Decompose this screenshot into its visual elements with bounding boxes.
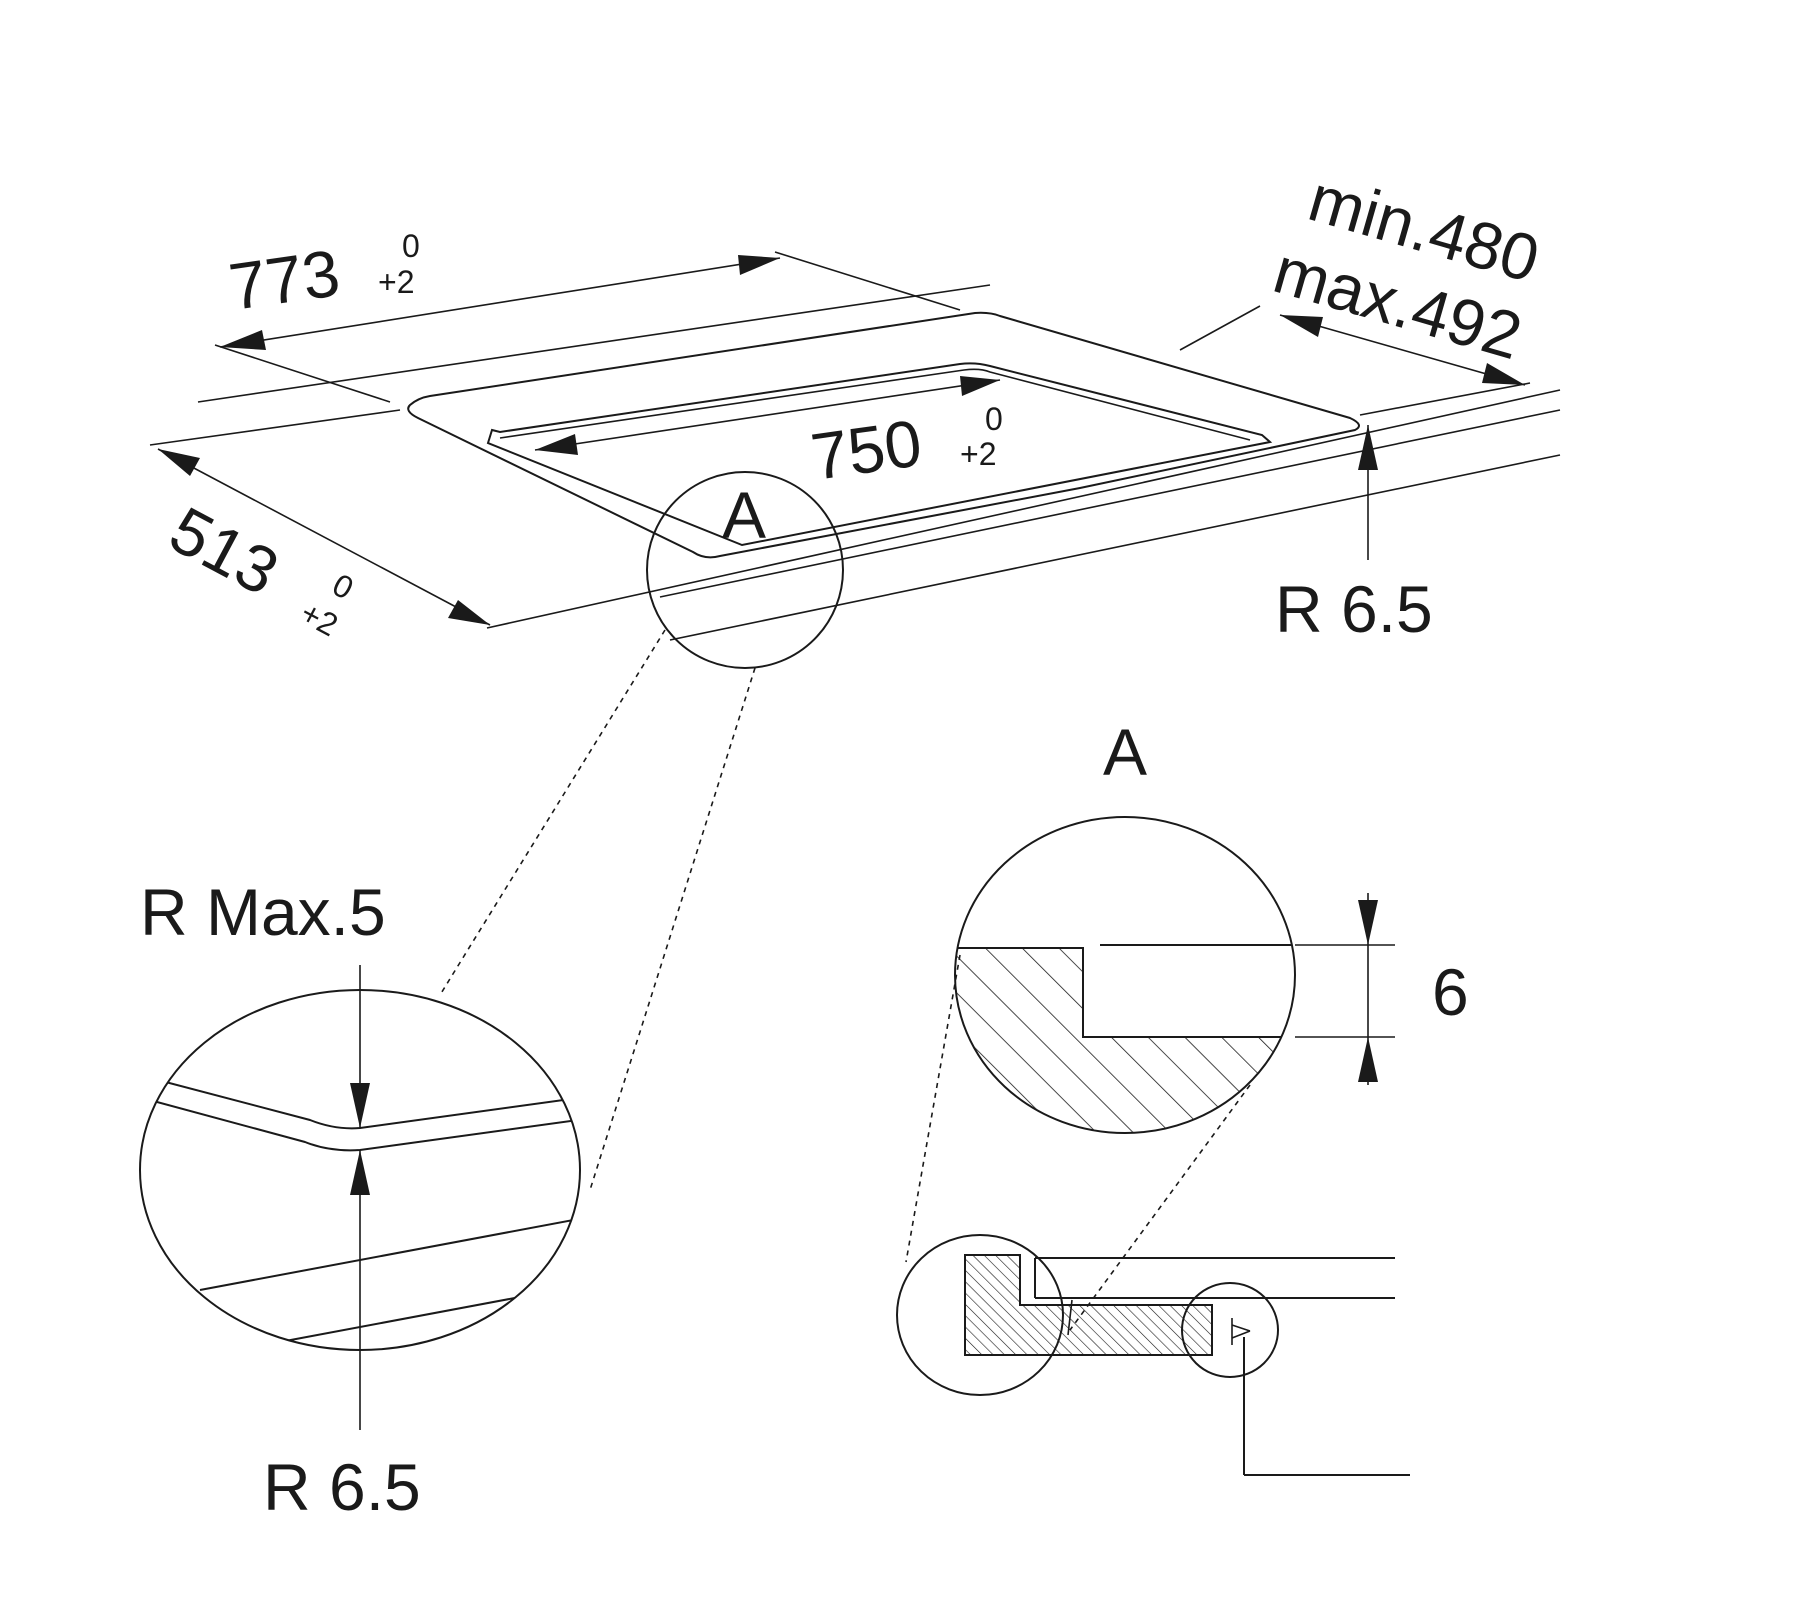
cutout-outline	[407, 311, 1360, 559]
detail-radius-max: R Max.5 R 6.5	[139, 875, 581, 1524]
leader-lines-detail-a	[905, 954, 1251, 1331]
worktop	[149, 284, 1561, 641]
dimension-750: 750 0 +2	[534, 376, 1003, 494]
detail-marker-a: A	[646, 471, 844, 669]
corner-radius-top: R 6.5	[1275, 425, 1433, 646]
dim-773-value: 773	[225, 235, 344, 324]
dim-773-tol-lower: +2	[378, 264, 414, 300]
corner-radius-top-label: R 6.5	[1275, 572, 1433, 646]
dim-750-tol-lower: +2	[960, 436, 996, 472]
detail-a-section: A 6	[954, 715, 1469, 1134]
dimension-513: 513 0 +2	[157, 448, 491, 643]
dimension-worktop-depth: min.480 max.492	[1266, 160, 1547, 386]
rebate-depth-label: 6	[1432, 955, 1469, 1029]
radius-max-label: R Max.5	[140, 875, 386, 949]
dim-750-tol-upper: 0	[985, 401, 1003, 437]
detail-a-title: A	[1103, 715, 1147, 789]
dim-513-tol-upper: 0	[327, 566, 360, 606]
corner-radius-detail-label: R 6.5	[263, 1450, 421, 1524]
dim-750-value: 750	[807, 405, 926, 494]
detail-marker-letter: A	[722, 478, 766, 552]
dimension-773: 773 0 +2	[214, 228, 961, 403]
dim-773-tol-upper: 0	[402, 228, 420, 264]
leader-lines-rmax	[439, 629, 756, 1191]
worktop-cross-section	[896, 1234, 1410, 1476]
